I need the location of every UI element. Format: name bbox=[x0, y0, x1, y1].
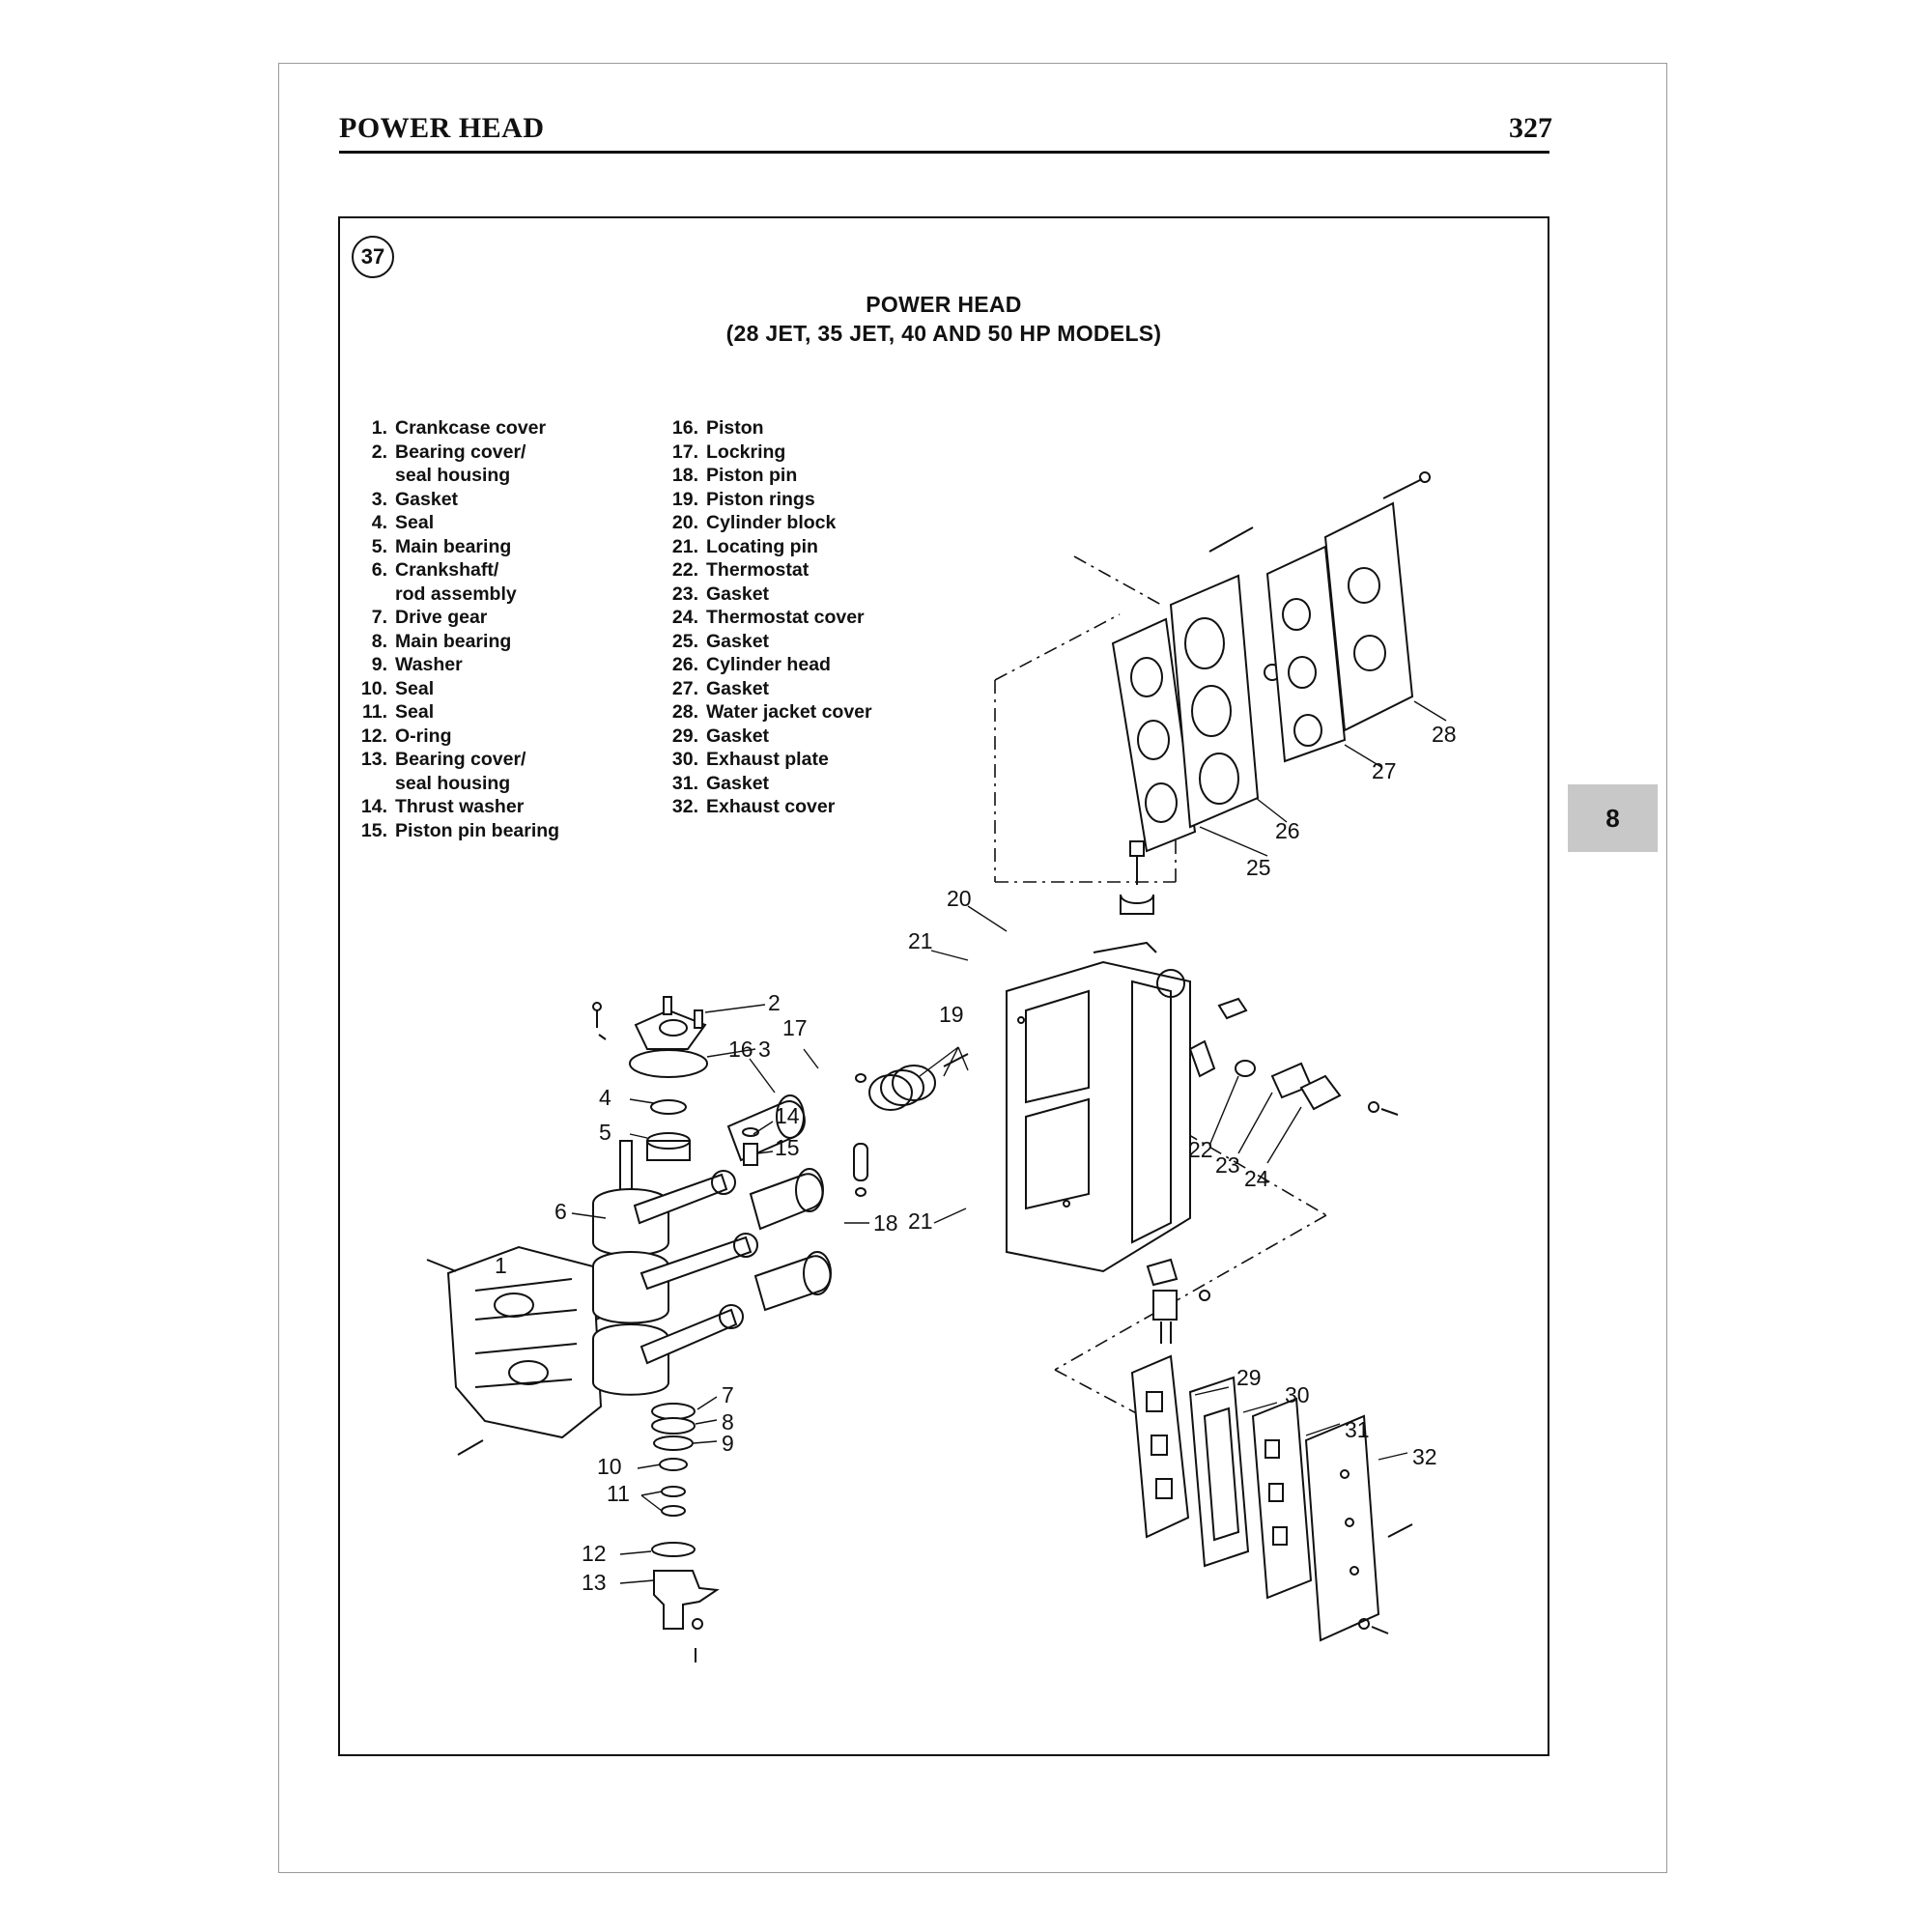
callout-10: 10 bbox=[597, 1454, 622, 1479]
legend-item: 30.Exhaust plate bbox=[671, 749, 829, 770]
cylinder-head-gasket bbox=[1111, 617, 1197, 853]
callout-21-top: 21 bbox=[908, 928, 933, 953]
exhaust-cover bbox=[1304, 1414, 1413, 1642]
callout-22: 22 bbox=[1188, 1137, 1213, 1162]
piston-pin-bearing bbox=[742, 1127, 759, 1166]
callout-7: 7 bbox=[722, 1382, 734, 1407]
thermostat-group bbox=[1188, 997, 1399, 1116]
legend-item: 19.Piston rings bbox=[671, 488, 815, 510]
callout-2: 2 bbox=[768, 990, 781, 1015]
legend-item: 4.Seal bbox=[371, 512, 435, 533]
legend-item: 15.Piston pin bearing bbox=[360, 819, 560, 841]
figure-frame: 37 POWER HEAD (28 JET, 35 JET, 40 AND 50… bbox=[338, 216, 1549, 1756]
callout-numbers: 1 2 3 4 5 6 7 8 9 10 11 12 13 14 15 16 1… bbox=[495, 722, 1457, 1595]
legend-item: seal housing bbox=[395, 465, 511, 486]
crankshaft-rod-assembly bbox=[592, 1140, 758, 1396]
callout-11: 11 bbox=[607, 1481, 630, 1506]
legend-item: 28.Water jacket cover bbox=[671, 701, 872, 723]
figure-title: POWER HEAD bbox=[866, 292, 1022, 317]
callout-28: 28 bbox=[1432, 722, 1457, 747]
legend-item: 6.Crankshaft/ bbox=[371, 559, 499, 581]
callout-24: 24 bbox=[1244, 1166, 1269, 1191]
legend-item: 12.O-ring bbox=[360, 724, 452, 747]
callout-17: 17 bbox=[782, 1015, 808, 1040]
piston-rings bbox=[868, 1053, 969, 1111]
legend-item: 8.Main bearing bbox=[371, 630, 512, 652]
callout-26: 26 bbox=[1275, 818, 1300, 843]
chapter-tab[interactable]: 8 bbox=[1568, 784, 1658, 852]
legend-item: 32.Exhaust cover bbox=[671, 796, 836, 817]
callout-9: 9 bbox=[722, 1431, 734, 1456]
callout-13: 13 bbox=[582, 1570, 607, 1595]
legend-item: rod assembly bbox=[395, 582, 517, 605]
legend-item: 18.Piston pin bbox=[671, 465, 798, 486]
callout-23: 23 bbox=[1215, 1152, 1240, 1178]
legend-left: 1.Crankcase cover 2.Bearing cover/ seal … bbox=[349, 416, 559, 842]
callout-6: 6 bbox=[554, 1199, 567, 1224]
figure-number-badge: 37 bbox=[352, 236, 394, 278]
callout-25: 25 bbox=[1246, 855, 1271, 880]
legend-item: 29.Gasket bbox=[671, 724, 770, 747]
legend-item: 23.Gasket bbox=[671, 582, 770, 605]
legend-item: seal housing bbox=[395, 772, 511, 794]
legend-item: 13.Bearing cover/ bbox=[360, 749, 526, 770]
legend-item: 16.Piston bbox=[671, 417, 764, 439]
water-jacket-cover bbox=[1208, 471, 1431, 732]
callout-29: 29 bbox=[1236, 1365, 1262, 1390]
callout-19: 19 bbox=[939, 1002, 964, 1027]
page-number: 327 bbox=[1509, 112, 1552, 144]
callout-30: 30 bbox=[1285, 1382, 1310, 1407]
callout-4: 4 bbox=[599, 1085, 611, 1110]
callout-20: 20 bbox=[947, 886, 972, 911]
legend-item: 21.Locating pin bbox=[671, 535, 818, 557]
legend-item: 7.Drive gear bbox=[371, 607, 488, 628]
exhaust-plate bbox=[1188, 1376, 1250, 1568]
legend-item: 31.Gasket bbox=[671, 772, 770, 794]
cylinder-head bbox=[1169, 574, 1281, 829]
legend-item: 27.Gasket bbox=[671, 677, 770, 699]
legend-item: 5.Main bearing bbox=[371, 535, 512, 557]
legend-item: 1.Crankcase cover bbox=[371, 417, 547, 439]
legend-item: 2.Bearing cover/ bbox=[371, 440, 526, 463]
exhaust-gasket-inner bbox=[1130, 1354, 1190, 1539]
figure-subtitle: (28 JET, 35 JET, 40 AND 50 HP MODELS) bbox=[725, 321, 1162, 346]
callout-31: 31 bbox=[1345, 1417, 1370, 1442]
callout-18: 18 bbox=[873, 1210, 898, 1236]
legend-right: 16.Piston 17.Lockring 18.Piston pin 19.P… bbox=[660, 416, 872, 819]
callout-8: 8 bbox=[722, 1409, 734, 1435]
callout-5: 5 bbox=[599, 1120, 611, 1145]
legend-item: 24.Thermostat cover bbox=[671, 607, 865, 628]
callout-12: 12 bbox=[582, 1541, 607, 1566]
lower-bearing-stack bbox=[651, 1403, 720, 1662]
callout-27: 27 bbox=[1372, 758, 1397, 783]
header-rule bbox=[339, 151, 1549, 154]
legend-item: 17.Lockring bbox=[671, 440, 786, 463]
callout-32: 32 bbox=[1412, 1444, 1437, 1469]
manual-page: POWER HEAD 327 8 37 POWER HEAD (28 JET, … bbox=[278, 63, 1667, 1873]
water-jacket-gasket bbox=[1265, 545, 1347, 763]
callout-3: 3 bbox=[758, 1037, 771, 1062]
legend-item: 25.Gasket bbox=[671, 630, 770, 652]
section-title: POWER HEAD bbox=[339, 112, 545, 144]
legend-item: 3.Gasket bbox=[371, 488, 459, 510]
legend-item: 11.Seal bbox=[361, 701, 435, 723]
leader-lines bbox=[571, 700, 1447, 1584]
fuel-pump bbox=[1146, 1258, 1210, 1344]
callout-15: 15 bbox=[775, 1135, 800, 1160]
cylinder-block bbox=[1006, 840, 1191, 1273]
exhaust-gasket-outer bbox=[1251, 1397, 1313, 1600]
callout-21-bottom: 21 bbox=[908, 1208, 933, 1234]
callout-14: 14 bbox=[775, 1103, 800, 1128]
legend-item: 9.Washer bbox=[371, 654, 463, 675]
exploded-parts-diagram: 1 2 3 4 5 6 7 8 9 10 11 12 13 14 15 16 1… bbox=[426, 471, 1457, 1662]
upper-bearing-cover bbox=[592, 996, 708, 1161]
piston-pin bbox=[853, 1073, 868, 1197]
legend-item: 14.Thrust washer bbox=[360, 796, 525, 817]
legend-item: 26.Cylinder head bbox=[671, 654, 831, 675]
legend-item: 20.Cylinder block bbox=[671, 512, 837, 533]
legend-item: 22.Thermostat bbox=[671, 559, 810, 581]
callout-16: 16 bbox=[728, 1037, 753, 1062]
legend-item: 10.Seal bbox=[360, 677, 435, 699]
callout-1: 1 bbox=[495, 1253, 507, 1278]
